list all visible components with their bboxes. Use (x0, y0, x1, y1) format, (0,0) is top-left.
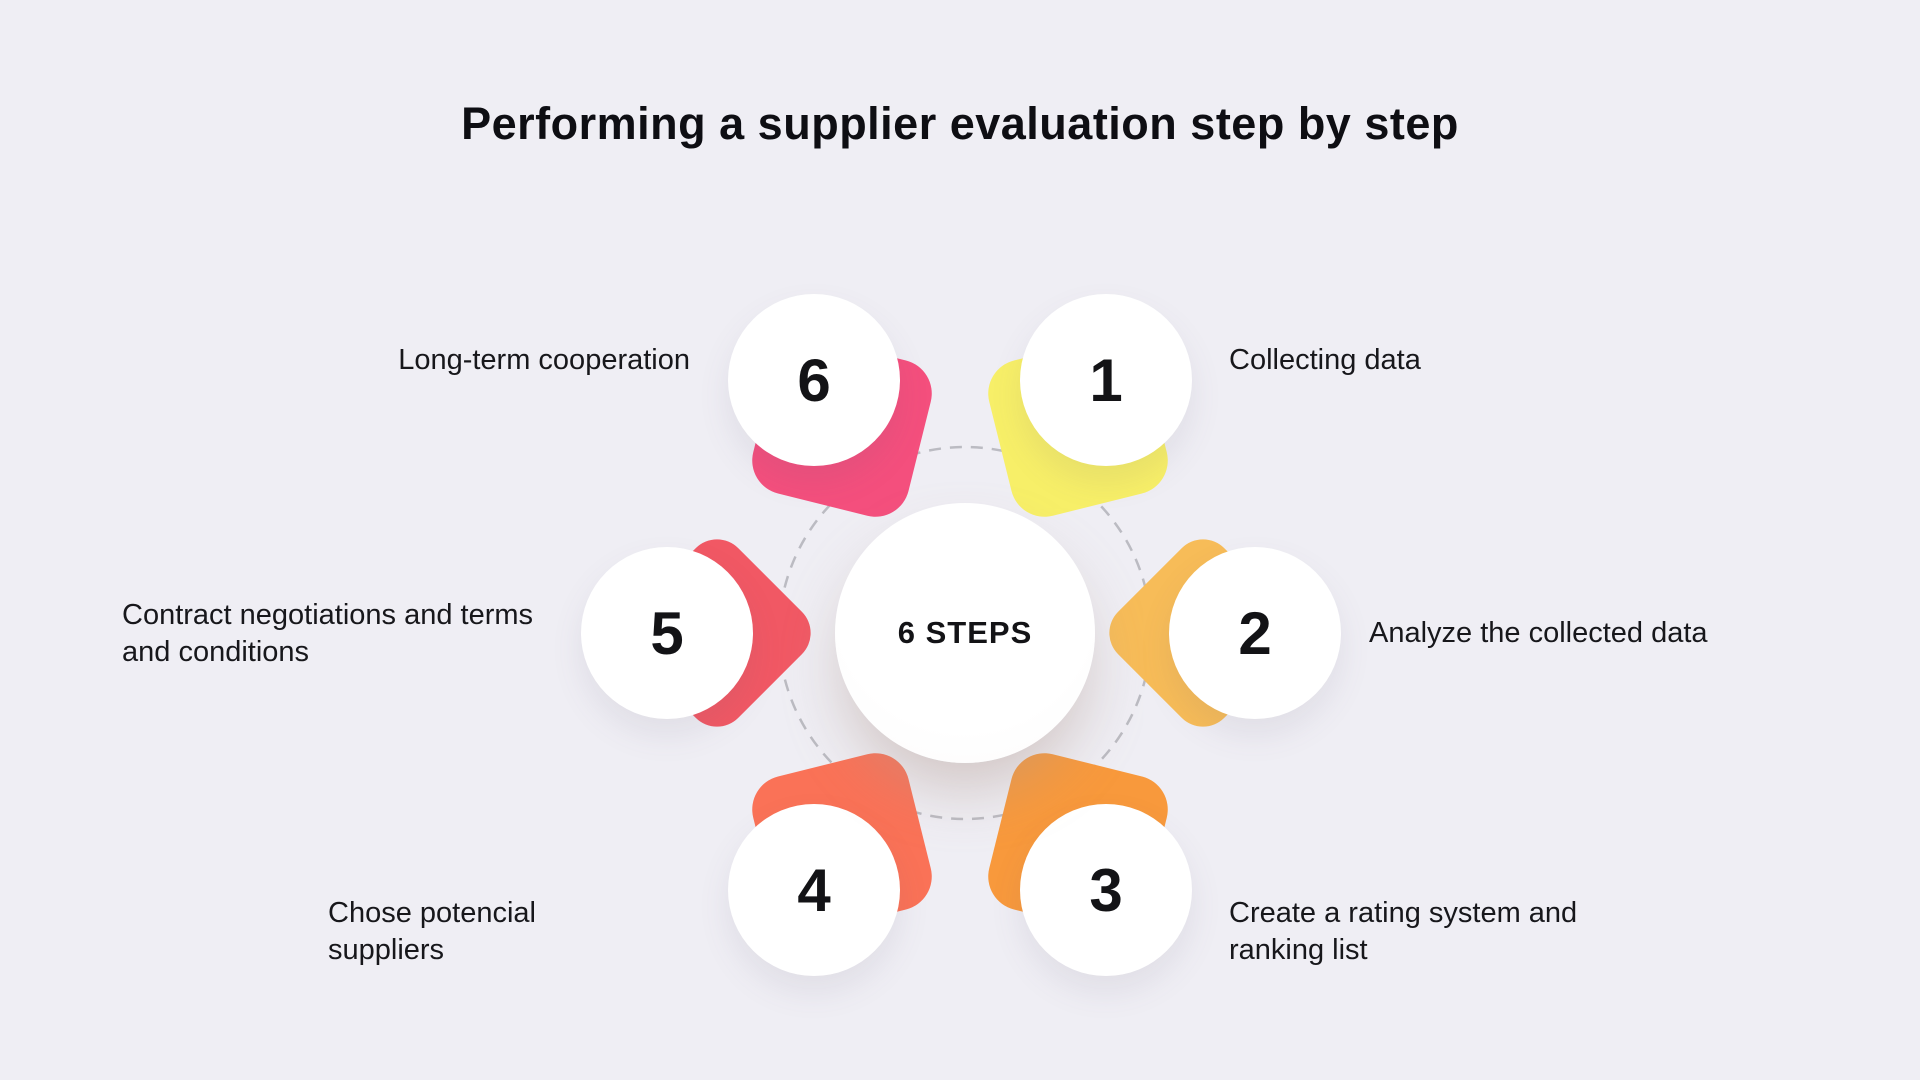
step-4-number: 4 (797, 856, 831, 924)
step-4-label: Chose potencial suppliers (328, 897, 536, 966)
page-title: Performing a supplier evaluation step by… (461, 98, 1459, 149)
center-label: 6 STEPS (897, 615, 1033, 650)
step-1-circle: 1 (1020, 294, 1192, 466)
step-3-label: Create a rating system and ranking list (1229, 897, 1578, 966)
step-5-label: Contract negotiations and terms and cond… (122, 599, 534, 668)
step-1-number: 1 (1089, 346, 1123, 414)
step-3-number: 3 (1089, 856, 1123, 924)
step-5-number: 5 (650, 599, 684, 667)
step-1-label: Collecting data (1229, 344, 1421, 376)
step-3-circle: 3 (1020, 804, 1192, 976)
step-2-circle: 2 (1169, 547, 1341, 719)
step-2-number: 2 (1238, 599, 1272, 667)
step-2-label: Analyze the collected data (1369, 617, 1708, 649)
center-circle: 6 STEPS (835, 503, 1095, 763)
step-5-circle: 5 (581, 547, 753, 719)
step-6-circle: 6 (728, 294, 900, 466)
step-6-label: Long-term cooperation (398, 344, 690, 376)
step-4-circle: 4 (728, 804, 900, 976)
step-6-number: 6 (797, 346, 831, 414)
